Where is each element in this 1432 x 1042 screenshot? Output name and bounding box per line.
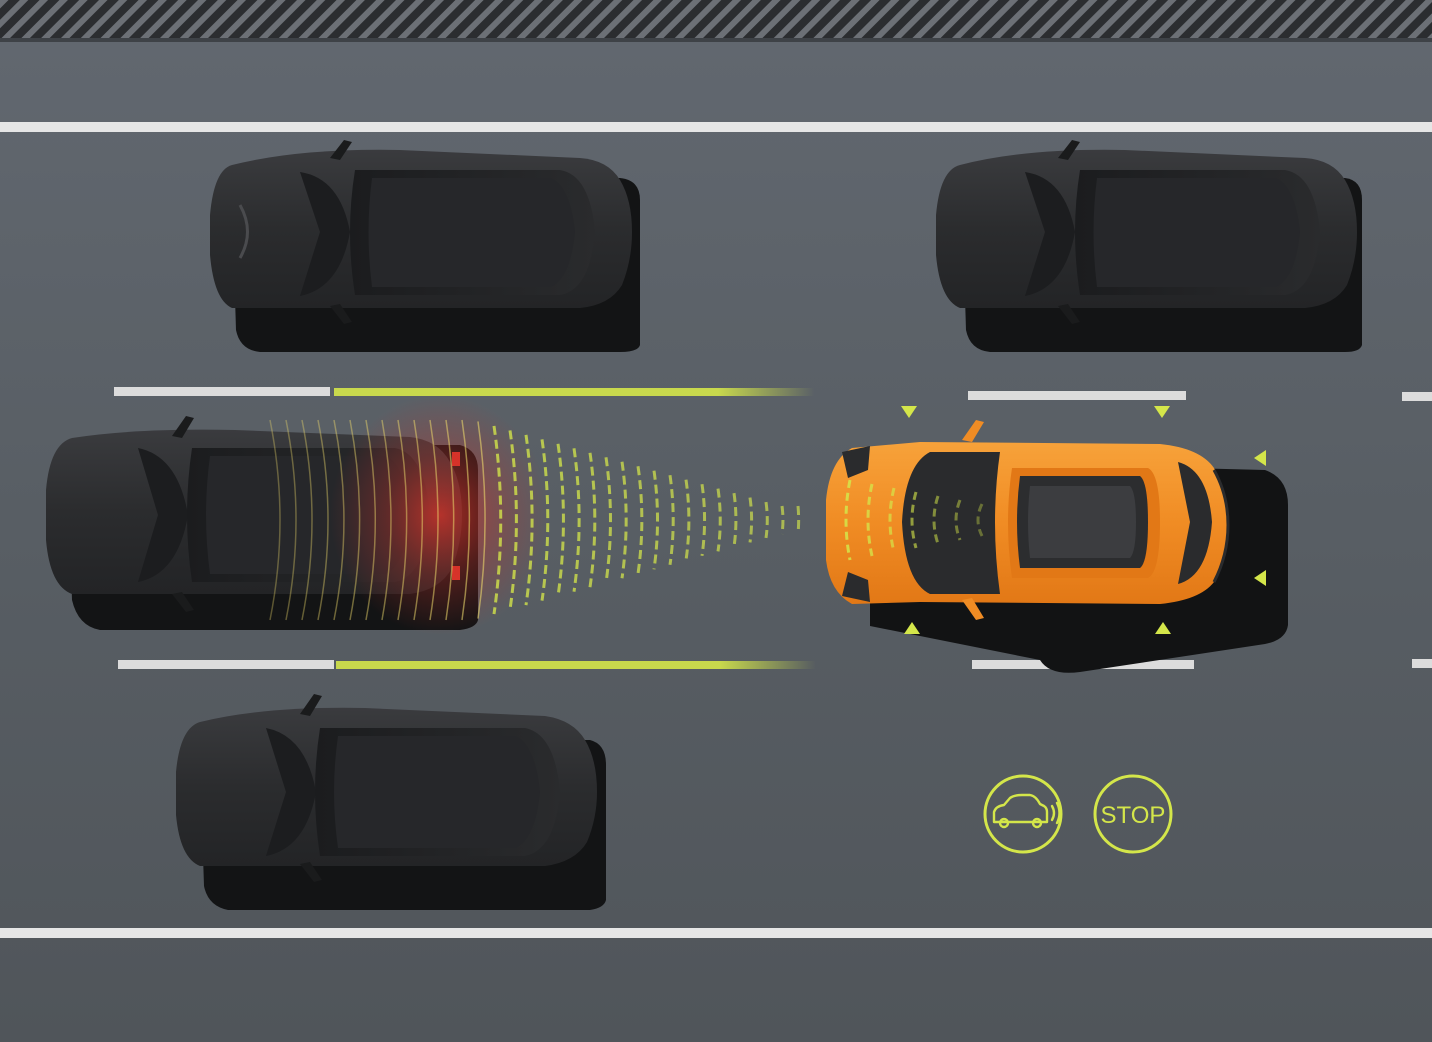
sensor-wave (588, 452, 597, 588)
curb-hatching (0, 0, 1432, 40)
sensor-wave (954, 499, 962, 541)
sensor-wave (317, 419, 329, 621)
parking-line (968, 391, 1186, 400)
parking-line (1412, 659, 1432, 668)
sensor-wave (381, 419, 392, 621)
sensor-wave (866, 483, 874, 557)
sensor-wave (445, 419, 455, 621)
sensor-wave (652, 470, 660, 570)
sensor-marker (901, 406, 917, 418)
sensor-wave (301, 419, 313, 621)
parking-line (1402, 392, 1432, 401)
lane-line-bottom (0, 928, 1432, 938)
sensor-wave (700, 483, 707, 557)
sensor-marker (904, 622, 920, 634)
space-boundary-bottom (336, 661, 816, 669)
parking-line (118, 660, 334, 669)
sensor-wave (492, 425, 503, 615)
sensor-wave (397, 419, 408, 621)
sensor-wave (976, 503, 984, 537)
stop-label: STOP (1101, 802, 1166, 829)
car-sensor-icon (992, 793, 1061, 829)
sensor-wave (796, 505, 801, 535)
sensor-wave (429, 419, 439, 621)
lane-line-top (0, 122, 1432, 132)
parked-car (210, 140, 640, 352)
sensor-marker (1154, 406, 1170, 418)
sensor-waves (269, 419, 801, 621)
parking-line (114, 387, 330, 396)
sensor-wave (932, 495, 940, 545)
sensor-wave (461, 419, 471, 621)
space-boundary-top (334, 388, 814, 396)
sensor-wave (844, 479, 852, 561)
sensor-wave (748, 497, 754, 543)
sensor-markers (901, 406, 1266, 634)
sensor-marker (1155, 622, 1171, 634)
front-sensor-waves (844, 479, 984, 561)
sensor-wave (269, 419, 281, 621)
sensor-wave (477, 421, 486, 619)
ego-car (826, 420, 1288, 673)
parked-car (176, 694, 606, 910)
sensor-wave (524, 434, 534, 606)
sensor-wave (764, 501, 769, 539)
sensor-wave (540, 439, 550, 601)
sensor-wave (285, 419, 297, 621)
parking-sensor-badge (983, 774, 1063, 854)
sensor-wave (556, 443, 565, 597)
sensor-wave (620, 461, 628, 579)
sensor-wave (780, 505, 785, 535)
sensor-wave (888, 487, 896, 553)
sensor-wave (732, 492, 738, 548)
sensor-marker (1254, 570, 1266, 586)
sensor-wave (349, 419, 361, 621)
proximity-warning-glow (330, 395, 550, 635)
sensor-wave (333, 419, 345, 621)
sensor-wave (413, 419, 424, 621)
sensor-wave (684, 479, 691, 561)
sensor-wave (910, 491, 918, 549)
sensor-wave (716, 488, 722, 552)
stop-badge: STOP (1093, 774, 1173, 854)
sensor-wave (604, 457, 612, 583)
sensor-wave (365, 419, 376, 621)
sensor-wave (572, 448, 581, 592)
parked-car (936, 140, 1362, 352)
sensor-wave (508, 430, 518, 610)
sensor-marker (1254, 450, 1266, 466)
sensor-wave (668, 474, 675, 566)
